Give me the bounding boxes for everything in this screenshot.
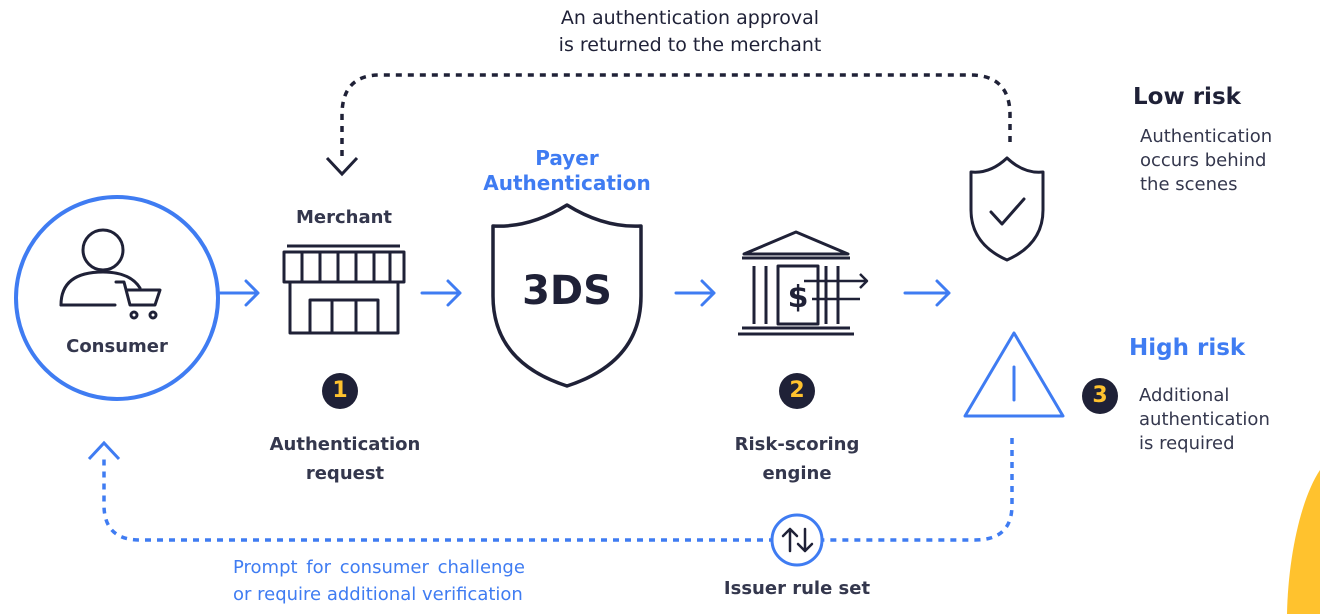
low-risk-line: the scenes (1140, 174, 1238, 195)
step-label-line: Authentication (269, 434, 421, 455)
step-badge-3: 3 (1082, 378, 1118, 414)
risk-scoring-engine-label: Risk-scoring engine (697, 430, 897, 488)
step-badge-1: 1 (322, 373, 358, 409)
low-risk-description: Authentication occurs behind the scenes (1140, 125, 1272, 197)
issuer-rule-set-label: Issuer rule set (723, 578, 871, 599)
arrow-right-icon (218, 279, 260, 307)
high-risk-line: Additional (1139, 385, 1230, 406)
consumer-label: Consumer (66, 336, 168, 357)
merchant-label: Merchant (295, 207, 393, 228)
up-down-arrows-icon (781, 527, 814, 553)
step-label-line: request (305, 463, 385, 484)
low-risk-line: Authentication (1140, 126, 1273, 147)
high-risk-description: Additional authentication is required (1139, 384, 1270, 456)
corner-decoration (1287, 470, 1320, 614)
arrow-right-icon (420, 279, 462, 307)
challenge-note: Prompt for consumer challenge or require… (233, 554, 525, 608)
arrow-right-icon (674, 279, 716, 307)
approval-note-line: An authentication approval (560, 7, 820, 29)
high-risk-line: authentication (1139, 409, 1270, 430)
step-label-line: engine (762, 463, 832, 484)
challenge-note-line: or require additional verification (233, 584, 523, 605)
shield-icon (491, 203, 643, 388)
challenge-note-line: Prompt for consumer challenge (233, 557, 525, 578)
consumer-circle (14, 195, 220, 401)
flow-arrows (218, 279, 951, 307)
approval-return-path (340, 73, 1012, 160)
step-label-line: Risk-scoring (734, 434, 860, 455)
payer-auth-line: Payer (535, 146, 599, 170)
approval-arrowhead (325, 156, 359, 177)
approval-note-line: is returned to the merchant (558, 34, 822, 56)
shield-check-icon (969, 156, 1045, 262)
authentication-request-label: Authentication request (240, 430, 450, 488)
issuer-circle (770, 513, 824, 567)
step-badge-2: 2 (779, 373, 815, 409)
high-risk-title: High risk (1129, 335, 1246, 361)
challenge-return-path (102, 438, 1014, 542)
payer-authentication-title: Payer Authentication (467, 146, 667, 196)
low-risk-line: occurs behind (1140, 150, 1267, 171)
low-risk-title: Low risk (1133, 84, 1241, 110)
user-with-cart-icon (59, 228, 162, 320)
challenge-arrowhead (87, 440, 121, 461)
approval-note: An authentication approval is returned t… (500, 5, 880, 59)
payer-auth-line: Authentication (483, 171, 651, 195)
storefront-icon (282, 244, 406, 335)
shield-3ds-text: 3DS (522, 268, 612, 314)
high-risk-line: is required (1139, 433, 1235, 454)
bank-icon (738, 230, 869, 336)
arrow-right-icon (903, 279, 951, 307)
warning-triangle-icon (963, 331, 1065, 418)
dollar-symbol: $ (788, 280, 809, 315)
